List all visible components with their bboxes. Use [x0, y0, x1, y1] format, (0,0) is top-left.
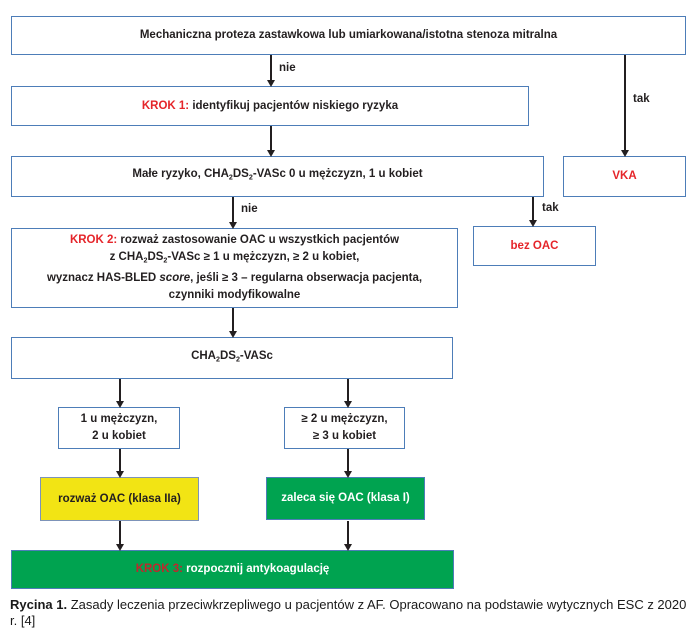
box-krok2: KROK 2: rozważ zastosowanie OAC u wszyst… [11, 228, 458, 308]
arrow-rightscore-to-green [347, 449, 349, 471]
box-bez-oac: bez OAC [473, 226, 596, 266]
box-vka-text: VKA [612, 170, 637, 182]
arrow-lowrisk-to-krok2 [232, 197, 234, 222]
box-bez-oac-text: bez OAC [510, 239, 559, 252]
arrow-lowrisk-to-bezoac [532, 197, 534, 220]
box-recommend-oac: zaleca się OAC (klasa I) [266, 477, 425, 520]
figure-caption: Rycina 1. Zasady leczenia przeciwkrzepli… [10, 597, 687, 628]
box-cha2ds2-vasc-text: CHA2DS2-VASc [191, 349, 273, 364]
box-low-risk: Małe ryzyko, CHA2DS2-VASc 0 u mężczyzn, … [11, 156, 544, 197]
label-nie-mid: nie [241, 203, 258, 215]
arrow-top-to-krok1 [270, 55, 272, 80]
label-tak-mid: tak [542, 202, 559, 214]
box-consider-oac: rozważ OAC (klasa IIa) [40, 477, 199, 521]
arrow-yellow-to-krok3 [119, 521, 121, 544]
box-score-right-line1: ≥ 2 u mężczyzn, [301, 413, 388, 425]
box-score-left-line2: 2 u kobiet [92, 430, 146, 442]
box-krok3-text: KROK 3: rozpocznij antykoagulację [135, 563, 330, 575]
box-krok2-line1: KROK 2: rozważ zastosowanie OAC u wszyst… [69, 234, 400, 247]
box-cha2ds2-vasc: CHA2DS2-VASc [11, 337, 453, 379]
arrow-cha-to-right-score [347, 379, 349, 401]
box-krok2-line4: czynniki modyfikowalne [168, 288, 301, 301]
box-krok2-line3: wyznacz HAS-BLED score, jeśli ≥ 3 – regu… [46, 271, 423, 284]
box-krok1-text: KROK 1: identyfikuj pacjentów niskiego r… [141, 99, 399, 112]
box-score-1-men-2-women: 1 u mężczyzn, 2 u kobiet [58, 407, 180, 449]
box-krok2-line2: z CHA2DS2-VASc ≥ 1 u mężczyzn, ≥ 2 u kob… [109, 251, 360, 265]
box-score-left-line1: 1 u mężczyzn, [80, 413, 158, 425]
box-mechanical-prosthesis: Mechaniczna proteza zastawkowa lub umiar… [11, 16, 686, 55]
label-nie-top: nie [279, 62, 296, 74]
box-mechanical-prosthesis-text: Mechaniczna proteza zastawkowa lub umiar… [139, 29, 558, 41]
arrow-green-to-krok3 [347, 521, 349, 544]
box-low-risk-text: Małe ryzyko, CHA2DS2-VASc 0 u mężczyzn, … [132, 168, 423, 182]
box-score-right-line2: ≥ 3 u kobiet [312, 430, 377, 442]
box-krok3: KROK 3: rozpocznij antykoagulację [11, 550, 454, 589]
arrow-krok1-to-lowrisk [270, 126, 272, 150]
box-krok1: KROK 1: identyfikuj pacjentów niskiego r… [11, 86, 529, 126]
box-recommend-oac-text: zaleca się OAC (klasa I) [281, 492, 410, 504]
box-score-2-men-3-women: ≥ 2 u mężczyzn, ≥ 3 u kobiet [284, 407, 405, 449]
arrow-top-to-vka [624, 55, 626, 150]
arrow-cha-to-left-score [119, 379, 121, 401]
box-vka: VKA [563, 156, 686, 197]
arrow-leftscore-to-yellow [119, 449, 121, 471]
arrow-krok2-to-cha [232, 308, 234, 331]
box-consider-oac-text: rozważ OAC (klasa IIa) [58, 492, 181, 505]
label-tak-right: tak [633, 93, 650, 105]
